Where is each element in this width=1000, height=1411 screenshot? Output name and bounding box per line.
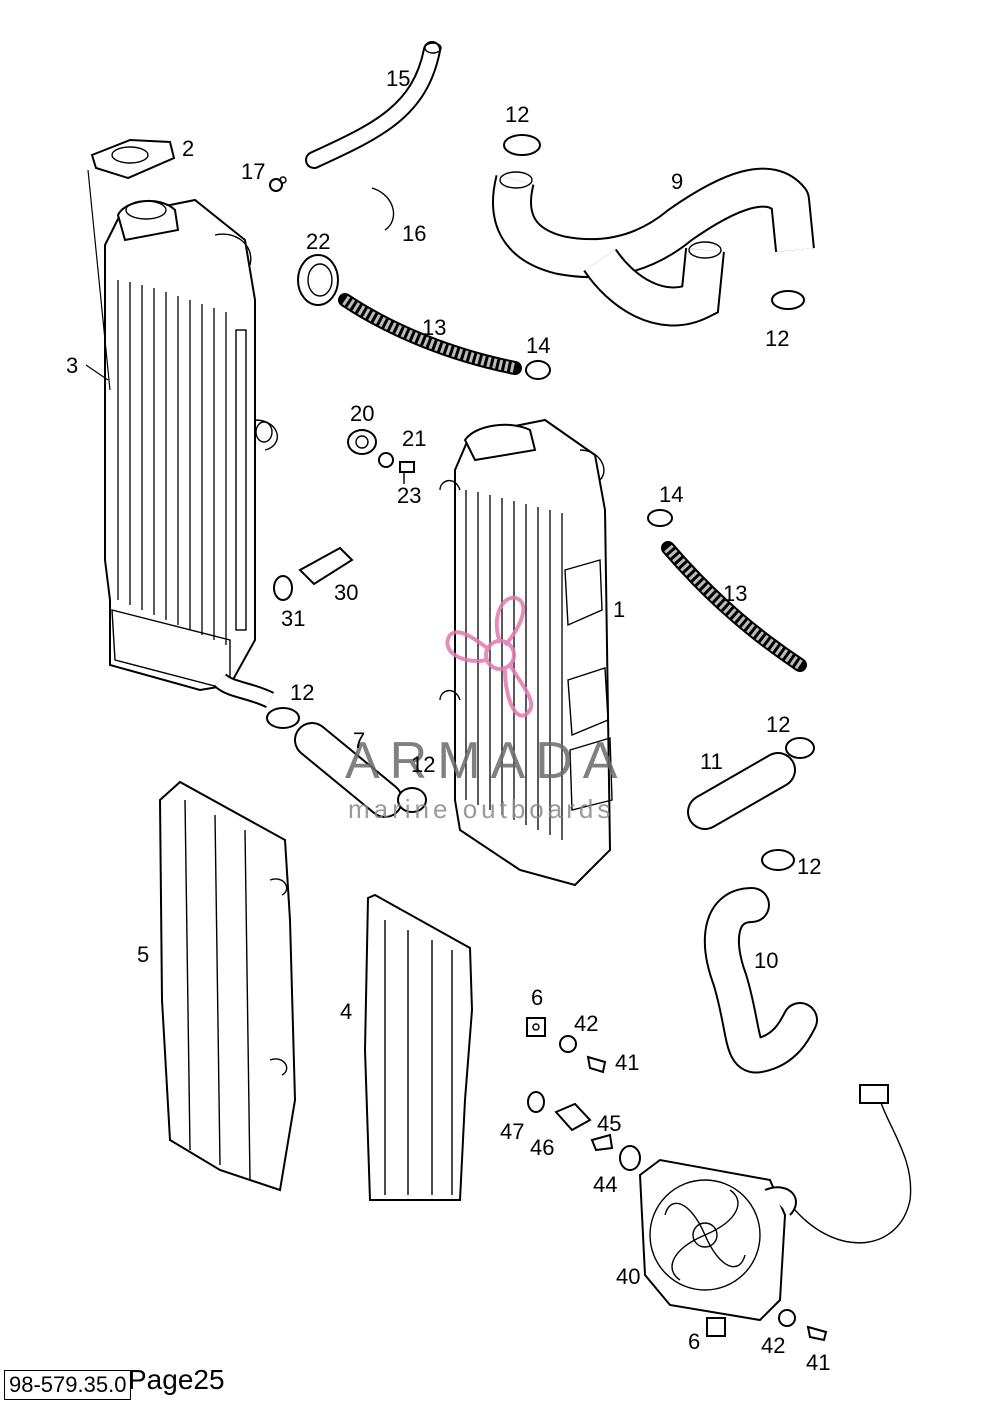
label-3: 3 [66,353,78,378]
label-4: 4 [340,999,352,1024]
label-40: 40 [616,1264,640,1289]
right-radiator [439,418,613,887]
label-31: 31 [281,606,305,631]
hose-15 [305,41,442,169]
hose-11 [687,752,796,830]
label-12-right-upper: 12 [766,712,790,737]
label-6-lower: 6 [688,1329,700,1354]
leader-3b [85,364,109,381]
label-47: 47 [500,1119,524,1144]
watermark-brand: ARMADA [345,732,627,790]
label-46: 46 [530,1135,554,1160]
bushing-44 [619,1145,641,1171]
label-9: 9 [671,169,683,194]
label-41-upper: 41 [615,1050,639,1075]
label-17: 17 [241,159,265,184]
clamp-12-top [503,134,541,156]
label-42-upper: 42 [574,1011,598,1036]
clamp-12-left [266,707,300,729]
label-12-mid: 12 [411,752,435,777]
clamp-14-right [647,509,673,527]
hose-13-right [661,541,807,672]
fan-40 [638,1084,912,1322]
bolt-23 [399,461,415,484]
temp-switch-30 [298,546,354,586]
label-30: 30 [334,580,358,605]
label-13-top: 13 [422,315,446,340]
watermark: ARMADA marine outboards [345,595,627,824]
bolt-41-upper [586,1055,607,1074]
hose-9 [492,167,815,327]
label-15: 15 [386,66,410,91]
nut-6-upper [526,1017,546,1037]
clamp-14-top [525,360,551,380]
label-10: 10 [754,948,778,973]
seal-31 [273,575,293,601]
page-number: Page25 [128,1364,225,1395]
label-12-right-lower: 12 [797,854,821,879]
label-16: 16 [402,221,426,246]
label-22: 22 [306,229,330,254]
bolt-41-lower [806,1325,828,1342]
bolt-45 [590,1133,614,1152]
left-radiator [104,198,278,709]
spacer-46 [554,1102,592,1132]
hose-7 [294,722,403,818]
hose-10 [703,887,818,1074]
label-6-upper: 6 [531,985,543,1010]
label-7: 7 [353,728,365,753]
washer-42-lower [778,1309,796,1327]
watermark-propeller-logo [445,595,534,718]
label-20: 20 [350,401,374,426]
screw-17 [269,176,287,192]
label-12-top: 12 [505,102,529,127]
label-11: 11 [700,749,723,774]
radiator-cap [90,138,176,180]
label-21: 21 [402,426,426,451]
clip-16 [371,187,395,231]
label-42-lower: 42 [761,1333,785,1358]
watermark-tagline: marine outboards [348,794,614,824]
clamp-12-right-upper [785,737,815,759]
label-12-right: 12 [765,326,789,351]
document-code: 98-579.35.0 [4,1370,132,1400]
label-44: 44 [593,1172,617,1197]
label-14-top: 14 [526,333,550,358]
clamp-12-mid [397,787,427,813]
label-12-left: 12 [290,680,314,705]
hose-13-top [338,293,522,375]
label-14-right: 14 [659,482,683,507]
label-45: 45 [597,1111,621,1136]
label-1: 1 [613,597,625,622]
radiator-spoiler-4 [363,893,474,1201]
left-radiator-fins [117,280,227,645]
part-labels: 15 12 2 17 9 16 22 12 3 13 14 20 21 23 1… [66,66,830,1375]
label-5: 5 [137,942,149,967]
label-23: 23 [397,483,421,508]
radiator-spoiler-5 [158,780,297,1192]
washer-42-upper [559,1035,577,1053]
leader-3 [87,169,111,391]
nut-6-lower [706,1317,726,1337]
grommet-20 [347,429,377,455]
grommet-22 [297,254,339,306]
clamp-12-right-lower [761,849,795,871]
label-13-right: 13 [723,581,747,606]
label-2: 2 [182,136,194,161]
washer-47 [527,1091,545,1113]
right-radiator-fins [465,490,563,840]
washer-21 [378,452,394,468]
clamp-12-right [771,290,805,310]
label-41-lower: 41 [806,1350,830,1375]
